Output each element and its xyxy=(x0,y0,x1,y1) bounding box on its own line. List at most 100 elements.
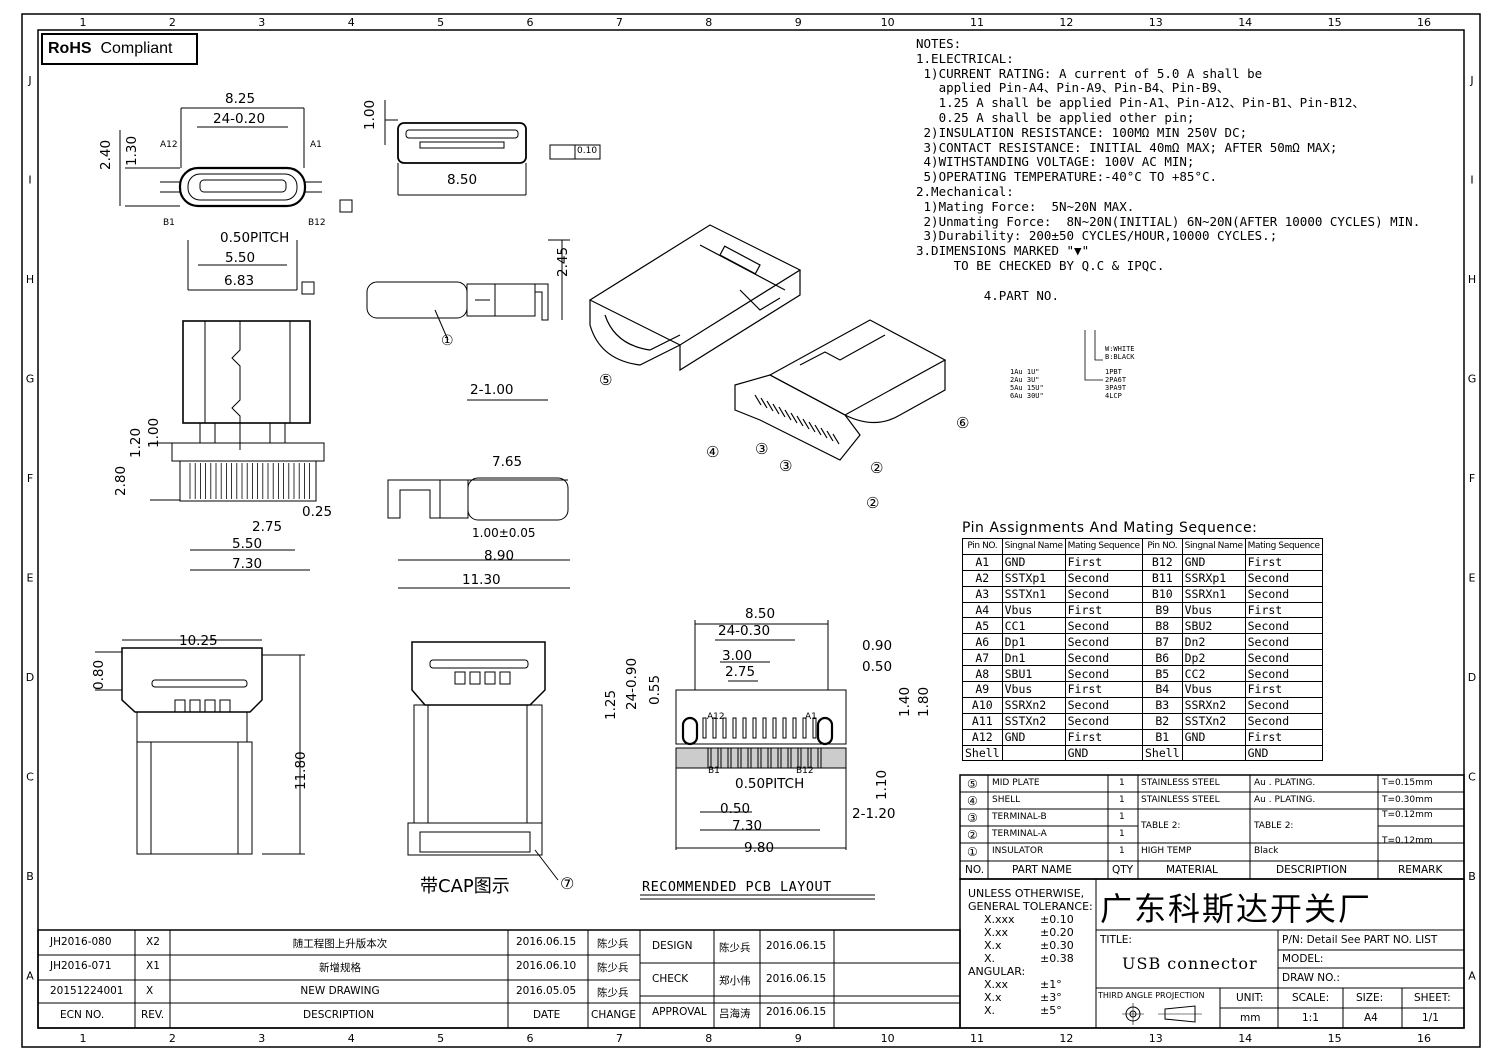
revision-header-change: CHANGE xyxy=(591,1009,637,1021)
note-line: 2)Unmating Force: 8N~20N(INITIAL) 6N~20N… xyxy=(916,213,1421,229)
grid-row-label-left: B xyxy=(26,870,34,883)
pcb-pad xyxy=(782,717,787,739)
pcb-layout-drawing xyxy=(640,620,875,900)
mating-sequence: Second xyxy=(1064,585,1143,603)
mating-sequence: First xyxy=(1244,728,1323,746)
note-line: 2)INSULATION RESISTANCE: 100MΩ MIN 250V … xyxy=(916,124,1248,140)
note-line xyxy=(916,274,1476,289)
pcb-pad xyxy=(817,747,822,769)
tolerance-value: ±1° xyxy=(1040,978,1062,991)
pin-table-header: Pin NO. xyxy=(1142,538,1183,555)
pin-table-header: Pin NO. xyxy=(962,538,1003,555)
grid-col-label-bottom: 7 xyxy=(616,1032,623,1045)
dim-plan-2-75: 2.75 xyxy=(252,519,283,535)
pcb-pad xyxy=(777,747,782,769)
tolerance-row: X.xx±0.20 xyxy=(968,926,1093,939)
pin-number: Shell xyxy=(962,744,1003,762)
iso-terminal-line xyxy=(802,418,810,430)
grid-col-label-bottom: 9 xyxy=(795,1032,802,1045)
partno-code: B:BLACK xyxy=(1105,353,1135,361)
tolerance-key: X.x xyxy=(984,939,1002,952)
pcb-pad xyxy=(707,747,712,769)
label-pcb-a1: A1 xyxy=(805,712,817,722)
grid-col-label-bottom: 11 xyxy=(970,1032,984,1045)
bom-qty: 1 xyxy=(1119,795,1125,805)
grid-row-label-right: B xyxy=(1468,870,1476,883)
label-pin-a12: A12 xyxy=(160,140,178,150)
approval-name: 陈少兵 xyxy=(719,942,751,954)
pcb-pad xyxy=(792,717,797,739)
rohs-text-label: Compliant xyxy=(100,40,173,57)
grid-row-label-left: A xyxy=(26,970,34,983)
grid-col-label-top: 5 xyxy=(437,16,444,29)
grid-row-label-right: F xyxy=(1469,472,1475,485)
tolerance-row: X.±0.38 xyxy=(968,952,1093,965)
grid-row-label-right: H xyxy=(1468,273,1476,286)
grid-col-label-top: 11 xyxy=(970,16,984,29)
note-line: 1.ELECTRICAL: xyxy=(916,50,1014,66)
dim-front-pin-span: 24-0.20 xyxy=(213,111,266,127)
bom-remark: T=0.12mm xyxy=(1382,836,1433,846)
note-line: 1)Mating Force: 5N~20N MAX. xyxy=(916,198,1135,214)
notes-block: NOTES:1.ELECTRICAL: 1)CURRENT RATING: A … xyxy=(916,36,1476,303)
signal-name: SSRXn1 xyxy=(1181,585,1246,603)
mating-sequence: Second xyxy=(1244,633,1323,651)
signal-name: GND xyxy=(1001,728,1066,746)
grid-row-label-left: E xyxy=(27,572,34,585)
partno-code: 6Au 30U" xyxy=(1010,392,1044,400)
grid-col-label-top: 8 xyxy=(705,16,712,29)
grid-col-label-bottom: 1 xyxy=(80,1032,87,1045)
dim-plan-0-25: 0.25 xyxy=(302,504,333,520)
grid-row-label-left: C xyxy=(26,771,34,784)
revision-description: 随工程图上升版本次 xyxy=(292,938,388,950)
grid-col-label-bottom: 6 xyxy=(527,1032,534,1045)
dim-front-width: 8.25 xyxy=(225,91,256,107)
pin-table-header: Singnal Name xyxy=(1001,538,1066,555)
label-pcb-b1: B1 xyxy=(708,766,720,776)
grid-col-label-top: 1 xyxy=(80,16,87,29)
approval-name: 吕海涛 xyxy=(719,1008,751,1020)
pcb-pad xyxy=(767,747,772,769)
dim-front-5-50: 5.50 xyxy=(225,250,256,266)
callout-7: ⑦ xyxy=(560,874,575,893)
pcb-pad xyxy=(722,717,727,739)
dim-pcb-3-00: 3.00 xyxy=(722,648,753,664)
revision-header-ecn: ECN NO. xyxy=(60,1009,105,1021)
dim-pcb-1-40: 1.40 xyxy=(897,686,913,717)
tolerance-key: X.xx xyxy=(984,926,1009,939)
bom-part-name: TERMINAL-B xyxy=(992,812,1047,822)
signal-name: Dp1 xyxy=(1001,633,1066,651)
iso-callout: ⑤ xyxy=(599,371,613,389)
pcb-pad xyxy=(762,717,767,739)
bom-header-part-name: PART NAME xyxy=(1012,864,1072,876)
grid-row-label-right: E xyxy=(1469,572,1476,585)
approval-role: APPROVAL xyxy=(652,1006,707,1018)
note-line: 3.DIMENSIONS MARKED "▼" xyxy=(916,243,1090,259)
pin-number: B8 xyxy=(1142,617,1183,635)
approval-date: 2016.06.15 xyxy=(766,940,827,952)
pin-number: A5 xyxy=(962,617,1003,635)
dim-pcb-8-50: 8.50 xyxy=(745,606,776,622)
grid-row-label-left: I xyxy=(28,174,31,187)
grid-col-label-top: 4 xyxy=(348,16,355,29)
tolerance-heading: GENERAL TOLERANCE: xyxy=(968,900,1093,913)
mating-sequence: First xyxy=(1064,681,1143,698)
dim-pcb-2-75: 2.75 xyxy=(725,664,756,680)
dim-side2-7-65: 7.65 xyxy=(492,454,523,470)
mating-sequence: Second xyxy=(1244,617,1323,635)
pcb-pad xyxy=(737,747,742,769)
part-number: P/N: Detail See PART NO. LIST xyxy=(1282,934,1438,946)
dim-pcb-0-90: 0.90 xyxy=(862,638,893,654)
approval-role: CHECK xyxy=(652,973,689,985)
dim-front-6-83: 6.83 xyxy=(224,273,255,289)
signal-name: SSRXn2 xyxy=(1001,696,1066,714)
pin-number: B7 xyxy=(1142,633,1183,651)
mating-sequence: Second xyxy=(1064,649,1143,667)
signal-name: SSTXn2 xyxy=(1181,712,1246,730)
side-view-2-drawing xyxy=(387,477,570,589)
